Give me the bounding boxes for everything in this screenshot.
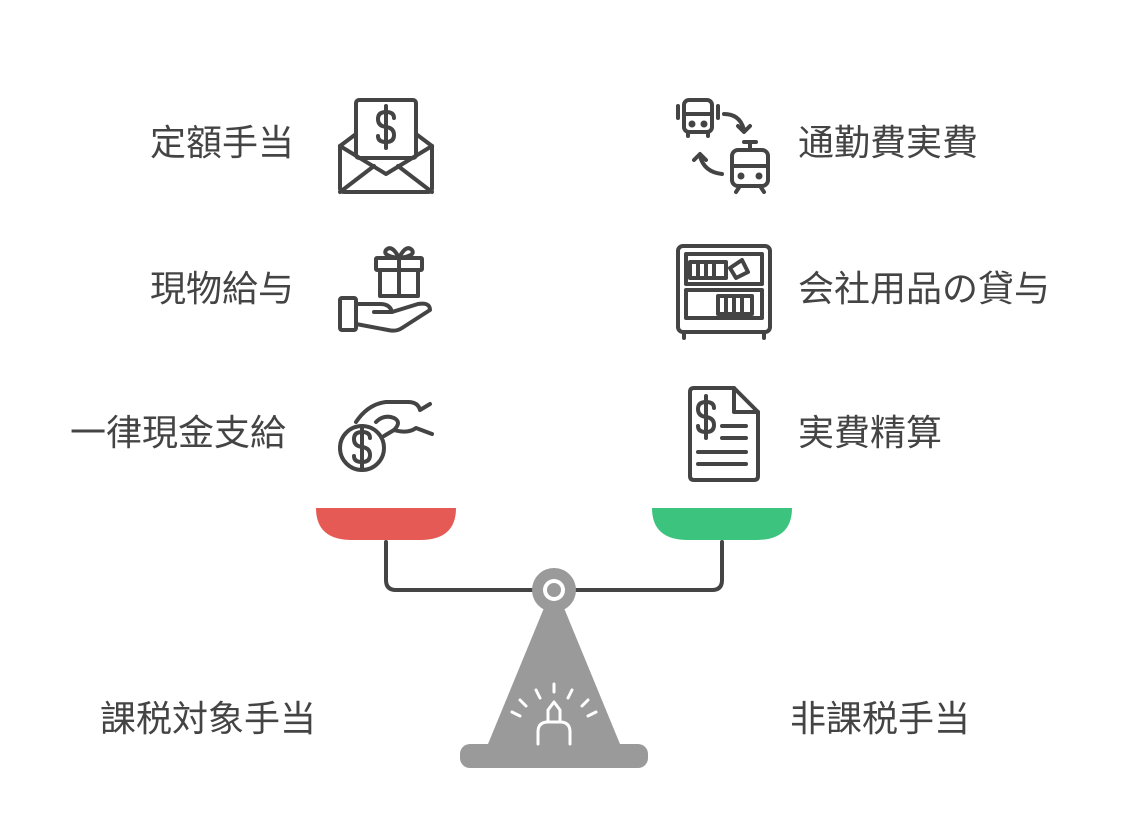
right-item-label-3: 実費精算 <box>798 413 943 454</box>
cash-payment-icon <box>336 392 436 476</box>
right-caption: 非課税手当 <box>790 699 971 740</box>
right-item-label-1: 通勤費実費 <box>798 123 979 164</box>
left-item-label-1: 定額手当 <box>150 123 295 164</box>
right-item-label-2: 会社用品の貸与 <box>798 269 1051 310</box>
commute-transit-icon <box>674 96 774 196</box>
scale-stand <box>488 608 620 744</box>
gift-in-hand-icon <box>336 242 436 342</box>
company-shelf-icon <box>674 242 774 342</box>
left-item-label-3: 一律現金支給 <box>70 413 287 454</box>
salary-envelope-icon <box>336 96 436 196</box>
alarm-light-icon <box>510 682 598 746</box>
left-item-label-2: 現物給与 <box>150 269 295 310</box>
left-caption: 課税対象手当 <box>100 699 317 740</box>
left-pan <box>316 508 456 540</box>
scale-base <box>460 744 648 768</box>
balance-scale <box>300 500 820 780</box>
scale-beam <box>384 540 724 592</box>
expense-invoice-icon <box>686 386 762 484</box>
right-pan <box>652 508 792 540</box>
